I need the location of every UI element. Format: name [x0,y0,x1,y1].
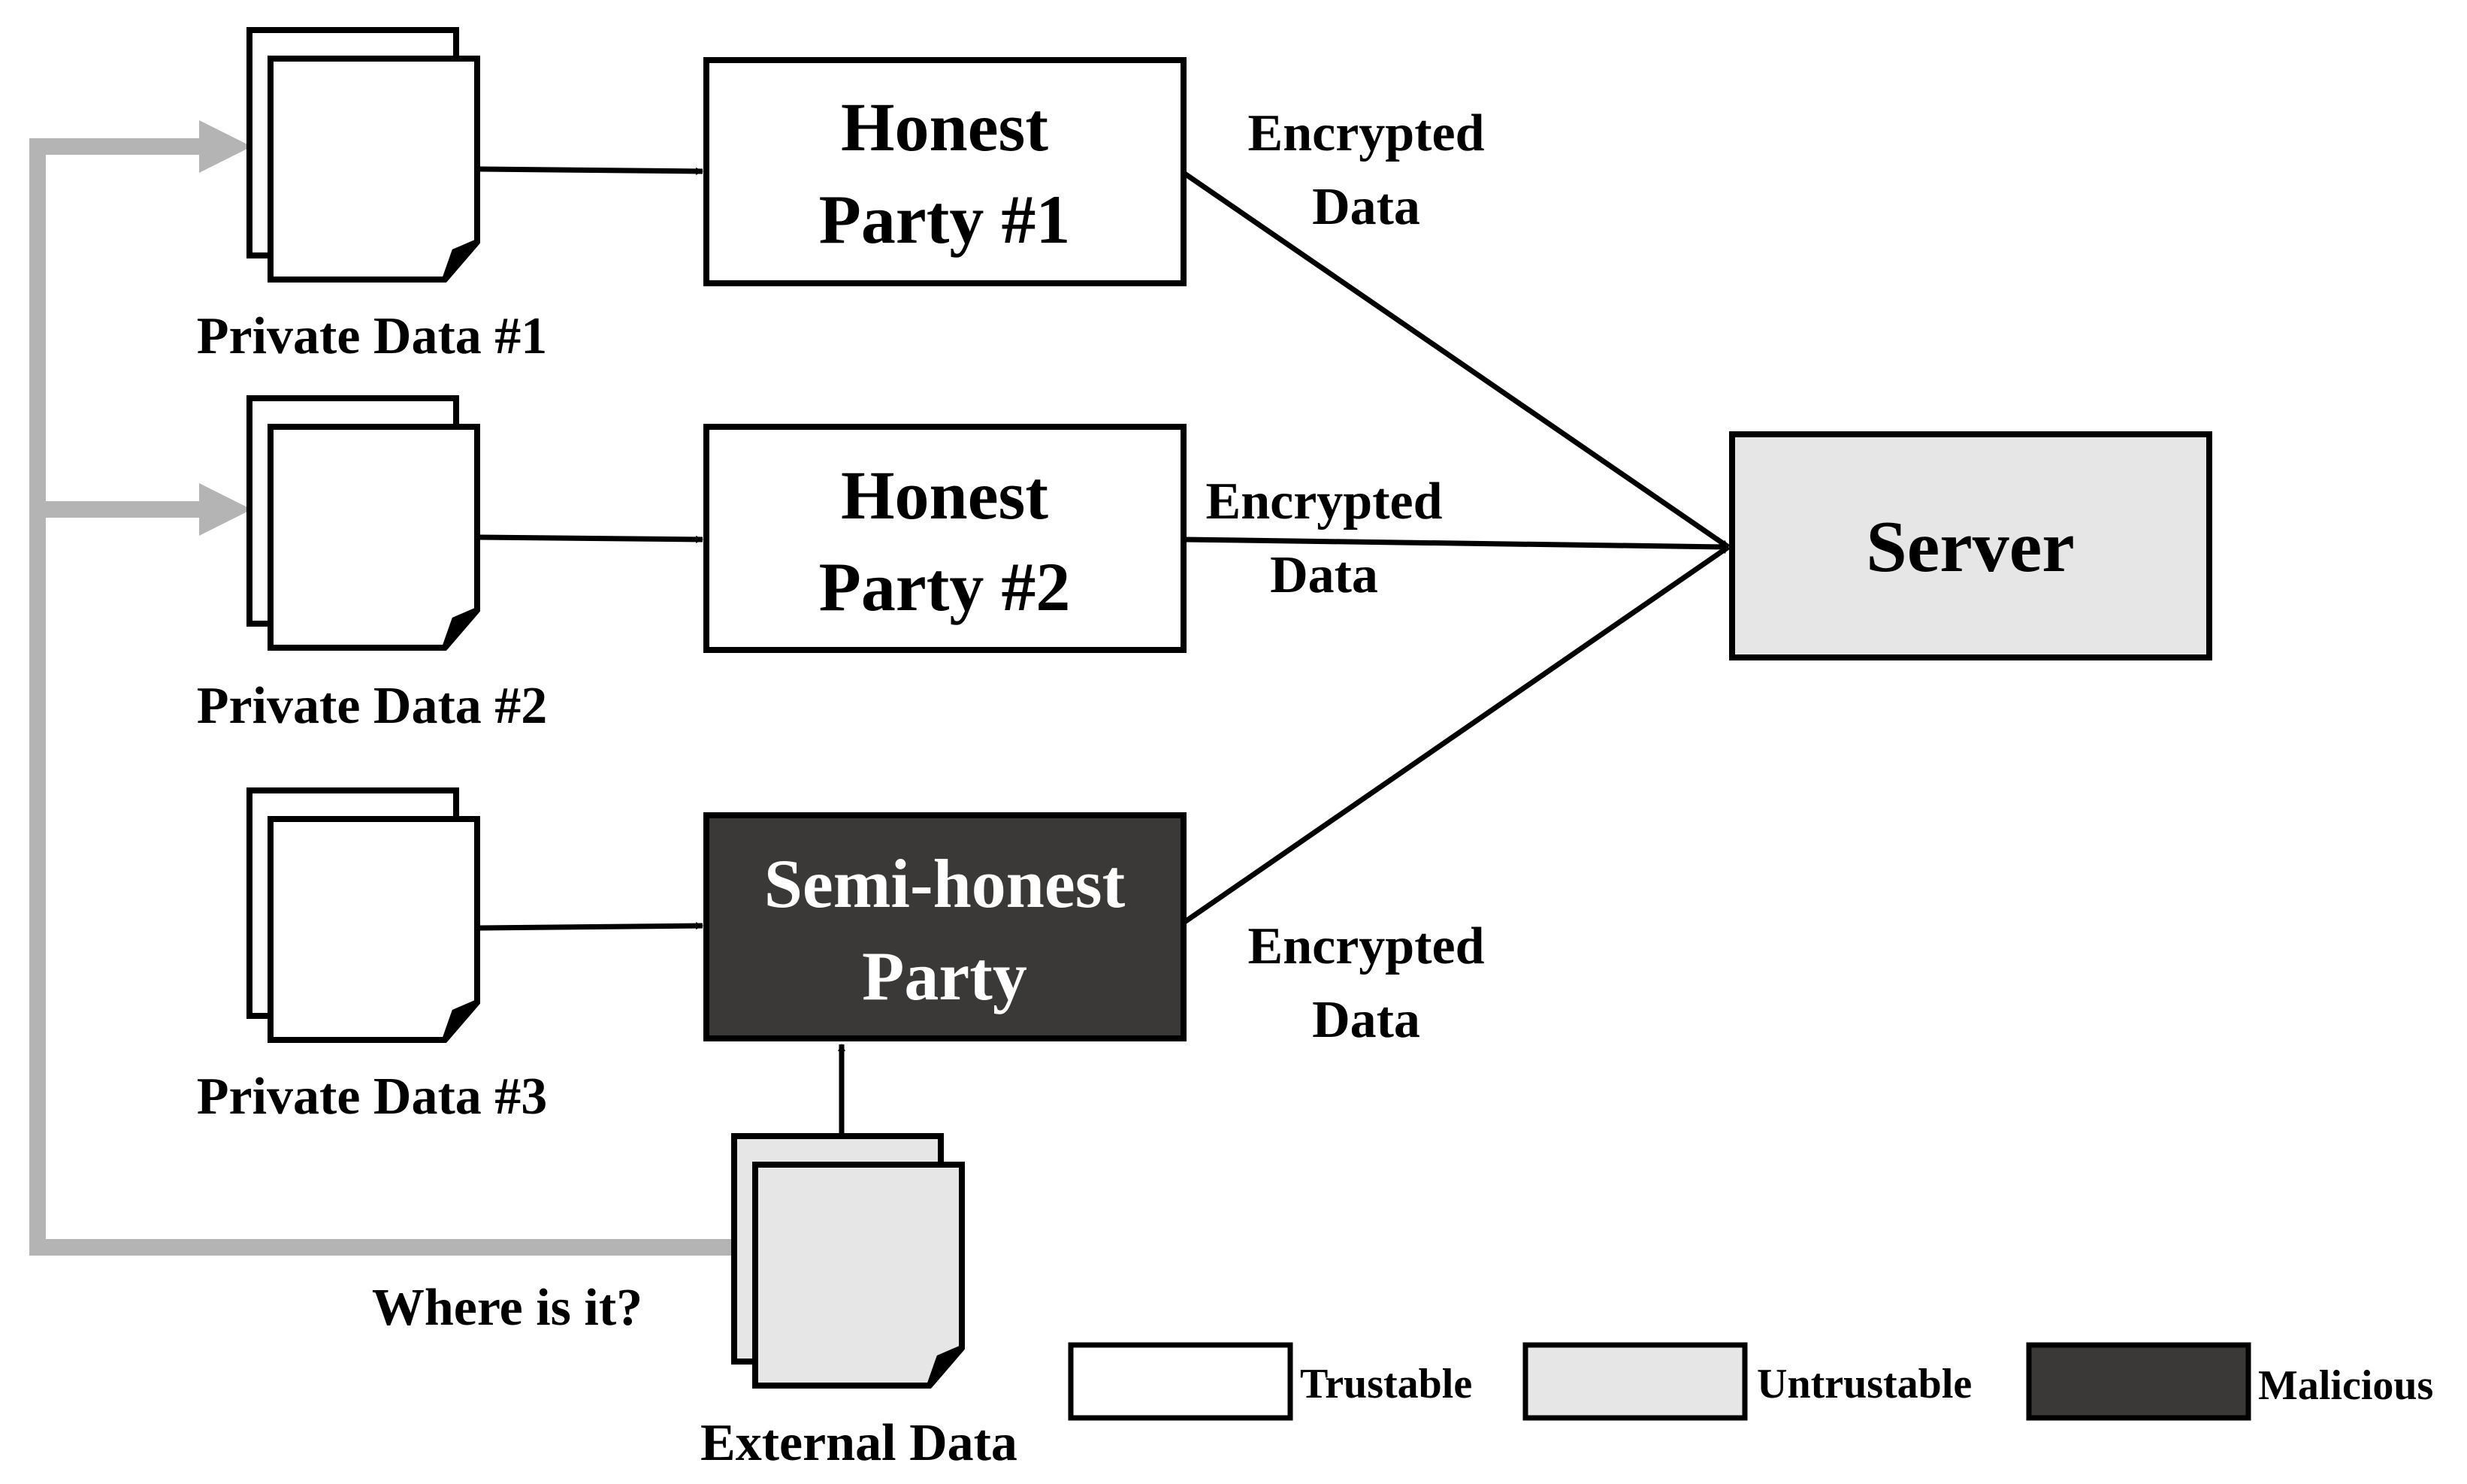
honest-party-2-line1: Honest [841,457,1048,533]
encrypted-data-2-line1: Encrypted [1206,473,1443,530]
legend: Trustable Untrustable Malicious [1068,1342,2433,1421]
private-data-3-label: Private Data #3 [197,1068,548,1126]
private-data-1-label: Private Data #1 [197,307,548,365]
server-box [1729,431,2212,660]
honest-party-1-box [703,57,1187,286]
legend-malicious-swatch [2026,1342,2251,1421]
arrow-private2-to-party2 [479,534,703,543]
leak-arrowhead-2 [199,483,252,536]
arrow-party1-to-server [1182,171,1730,549]
leak-arrowhead-1 [199,120,252,173]
arrow-party2-to-server [1183,536,1729,551]
input-arrows [479,166,845,1136]
encrypted-data-3-line1: Encrypted [1248,917,1485,975]
where-is-it-label: Where is it? [372,1279,642,1337]
encrypted-data-3-line2: Data [1312,991,1420,1049]
honest-party-1-line2: Party #1 [819,181,1071,258]
arrow-semi-to-server [1182,545,1730,925]
encrypted-data-1-line2: Data [1312,178,1420,236]
semi-honest-party-line1: Semi-honest [764,845,1126,922]
server-label: Server [1866,506,2075,588]
private-data-2-icon [246,395,480,651]
leak-paths [29,138,736,1256]
honest-party-1-line1: Honest [841,89,1048,165]
private-data-1-icon [246,27,480,283]
arrow-private3-to-semi [479,922,703,931]
encrypted-arrows [1182,171,1730,925]
legend-untrustable-swatch [1522,1342,1748,1421]
honest-party-2-line2: Party #2 [819,549,1071,625]
legend-trustable-label: Trustable [1300,1361,1472,1407]
external-data-icon [731,1133,965,1389]
semi-honest-party-line2: Party [862,938,1027,1014]
leak-path-trunk [29,138,736,1256]
encrypted-data-1-line1: Encrypted [1248,104,1485,162]
encrypted-data-2-line2: Data [1270,546,1378,604]
honest-party-2-box [703,424,1187,653]
semi-honest-party-box [703,812,1187,1041]
legend-trustable-swatch [1068,1342,1293,1421]
arrow-private1-to-party1 [479,166,703,175]
private-data-3-icon [246,787,480,1043]
private-data-2-label: Private Data #2 [197,677,548,735]
legend-untrustable-label: Untrustable [1757,1361,1972,1407]
external-data-label: External Data [700,1414,1017,1472]
legend-malicious-label: Malicious [2258,1362,2433,1409]
